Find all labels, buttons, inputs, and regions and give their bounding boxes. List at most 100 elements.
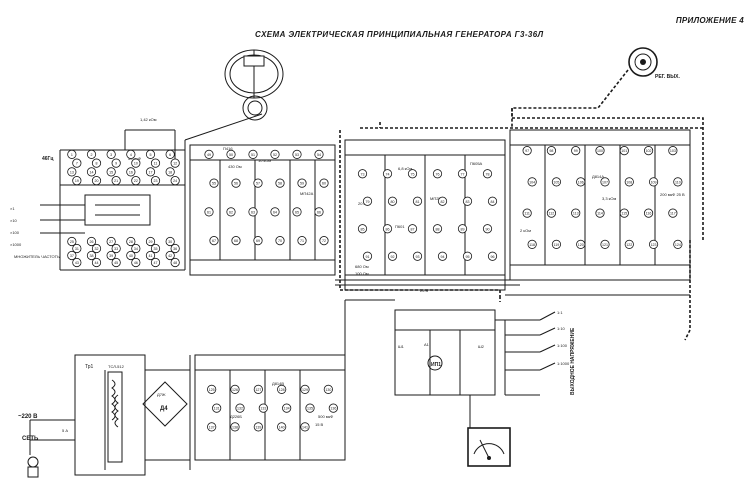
mains-switch: СЕТЬ ~220 В 5 А: [18, 414, 68, 478]
component-number-label: 62: [229, 210, 233, 214]
component-number-label: 84: [491, 200, 495, 204]
component-number-label: 23: [154, 179, 158, 183]
component-number: 72: [319, 236, 329, 246]
component-number: 85: [357, 224, 368, 234]
component-number: 93: [412, 251, 423, 261]
component-number-label: 67: [212, 239, 216, 243]
component-number-label: 40: [129, 254, 133, 258]
component-number-label: 69: [256, 239, 260, 243]
diagram-title: СХЕМА ЭЛЕКТРИЧЕСКАЯ ПРИНЦИПИАЛЬНАЯ ГЕНЕР…: [255, 30, 544, 39]
component-number-label: 93: [416, 255, 420, 259]
transistor-label-a: П416: [223, 146, 233, 151]
component-number: 127: [253, 384, 263, 394]
component-number-label: 3: [110, 153, 112, 157]
component-number: 89: [457, 224, 468, 234]
component-number: 27: [106, 236, 116, 247]
component-number: 15: [106, 167, 116, 177]
transformer-type-label: ТСЛ-512: [108, 364, 125, 369]
component-number: 138: [230, 422, 240, 432]
component-number: 53: [292, 149, 302, 159]
component-number-label: 63: [251, 210, 255, 214]
component-number: 79: [362, 196, 373, 206]
component-number-label: 136: [330, 407, 336, 411]
zener-label-a: Д814А: [592, 174, 604, 179]
component-number: 132: [235, 403, 245, 413]
component-number-label: 87: [411, 227, 415, 231]
component-number: 26: [86, 236, 97, 247]
component-number-label: 83: [466, 200, 470, 204]
component-number-label: 2: [91, 153, 93, 157]
component-number-label: 25: [70, 240, 74, 244]
component-number-label: 107: [602, 180, 608, 184]
mains-voltage-label: ~220 В: [18, 414, 38, 420]
component-number-label: 39: [109, 254, 113, 258]
component-number: 128: [277, 384, 287, 394]
component-number: 33: [111, 243, 121, 254]
component-number: 105: [551, 177, 562, 187]
component-number-label: 95: [466, 255, 470, 259]
reg-out-label: РЕГ. ВЫХ.: [655, 74, 680, 80]
attenuator-3: 1:100: [557, 343, 568, 348]
node-label-c: Ш2: [478, 344, 485, 349]
component-number: 92: [387, 251, 398, 261]
component-number-label: 78: [486, 172, 490, 176]
component-number: 61: [204, 207, 214, 217]
fuse-label: 5 А: [62, 428, 68, 433]
component-number-label: 66: [317, 210, 321, 214]
component-number: 14: [86, 167, 97, 177]
component-number-label: 48: [173, 261, 177, 265]
cap-label-c: 1,42 кОм: [140, 117, 157, 122]
component-number-label: 140: [279, 425, 285, 429]
component-number-label: 117: [670, 212, 676, 216]
component-number: 1: [67, 149, 77, 159]
component-number: 123: [648, 239, 659, 249]
node-label-a: А1: [424, 342, 430, 347]
component-number: 10: [131, 158, 141, 168]
res-label-c: 430 Ом: [228, 164, 242, 169]
component-number-label: 101: [621, 149, 627, 153]
component-number-label: 129: [302, 388, 308, 392]
component-number-label: 24: [173, 179, 177, 183]
component-number: 5: [145, 149, 156, 159]
component-number: 94: [437, 251, 448, 261]
component-number: 118: [527, 239, 537, 249]
wiring: [29, 129, 691, 476]
component-number-label: 137: [209, 425, 215, 429]
zener-label-b: Д814В: [272, 381, 284, 386]
component-number-label: 100: [597, 149, 603, 153]
component-number-label: 122: [626, 243, 632, 247]
component-number-label: 57: [256, 182, 260, 186]
component-number: 67: [209, 236, 219, 246]
component-number: 65: [292, 207, 302, 217]
component-number: 116: [643, 208, 654, 218]
component-number: 41: [145, 250, 156, 261]
component-number: 25: [67, 236, 77, 247]
component-number-label: 5: [150, 153, 152, 157]
component-number: 31: [72, 243, 82, 254]
component-number-label: 44: [95, 261, 99, 265]
component-number-label: 98: [549, 149, 553, 153]
component-number: 29: [145, 236, 156, 247]
component-number: 21: [111, 176, 121, 186]
component-number: 48: [170, 257, 180, 268]
component-number-label: 74: [386, 172, 390, 176]
component-number-label: 70: [278, 239, 282, 243]
component-number: 83: [462, 196, 473, 206]
component-number-label: 108: [626, 180, 632, 184]
output-connector: РЕГ. ВЫХ.: [628, 47, 680, 80]
component-number: 58: [275, 178, 285, 188]
component-number-label: 19: [75, 179, 79, 183]
component-number: 43: [72, 257, 82, 268]
component-number: 66: [314, 207, 324, 217]
component-number-label: 26: [90, 240, 94, 244]
component-number-label: 41: [149, 254, 153, 258]
component-number: 63: [248, 207, 258, 217]
component-number: 37: [67, 250, 77, 261]
component-number: 139: [253, 422, 263, 432]
component-number: 78: [482, 169, 493, 179]
component-number-label: 119: [554, 243, 560, 247]
transformer: Тр1 ТСЛ-512: [85, 364, 125, 463]
component-number-label: 109: [651, 180, 657, 184]
component-number-label: 126: [232, 388, 238, 392]
